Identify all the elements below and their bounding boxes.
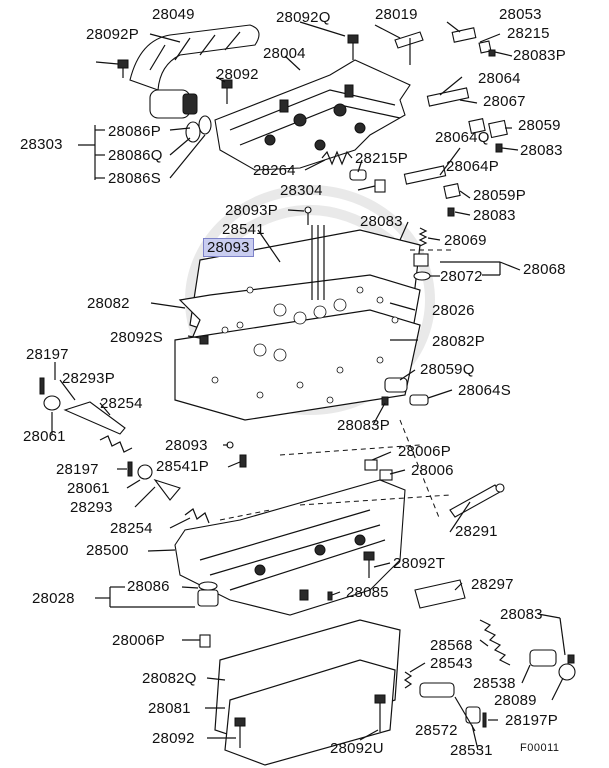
- label-28092U: 28092U: [330, 740, 384, 757]
- label-28086P: 28086P: [108, 123, 161, 140]
- label-28568: 28568: [430, 637, 473, 654]
- label-28086: 28086: [127, 578, 170, 595]
- label-28092: 28092: [216, 66, 259, 83]
- label-28064: 28064: [478, 70, 521, 87]
- label-28086Q: 28086Q: [108, 147, 163, 164]
- label-28064P: 28064P: [446, 158, 499, 175]
- label-28059: 28059: [518, 117, 561, 134]
- label-28093P: 28093P: [225, 202, 278, 219]
- bolts-bottom: [197, 551, 386, 748]
- solenoid-harness-clamps: [129, 24, 260, 91]
- upper-valve-body: [214, 59, 411, 171]
- spring-28264: [321, 150, 386, 193]
- label-28093-b: 28093: [165, 437, 208, 454]
- label-28541: 28541: [222, 221, 265, 238]
- label-28541P: 28541P: [156, 458, 209, 475]
- label-28068: 28068: [523, 261, 566, 278]
- valve-28291: [449, 483, 505, 518]
- leader-lines: [51, 21, 566, 751]
- label-28092P: 28092P: [86, 26, 139, 43]
- label-28215P: 28215P: [355, 150, 408, 167]
- label-28083P-b: 28083P: [337, 417, 390, 434]
- label-28092Q: 28092Q: [276, 9, 331, 26]
- label-28083-b: 28083: [473, 207, 516, 224]
- label-28019: 28019: [375, 6, 418, 23]
- label-28082Q: 28082Q: [142, 670, 197, 687]
- left-valves: [39, 377, 210, 524]
- label-28083-d: 28083: [500, 606, 543, 623]
- label-28543: 28543: [430, 655, 473, 672]
- plate-28082Q: [214, 619, 401, 766]
- check-balls-pins: [199, 206, 325, 468]
- label-28572: 28572: [415, 722, 458, 739]
- label-28061: 28061: [23, 428, 66, 445]
- label-28049: 28049: [152, 6, 195, 23]
- label-28264: 28264: [253, 162, 296, 179]
- valve-28297: [414, 579, 576, 681]
- label-28059Q: 28059Q: [420, 361, 475, 378]
- label-28006P-b: 28006P: [112, 632, 165, 649]
- label-28197-b: 28197: [56, 461, 99, 478]
- label-28089: 28089: [494, 692, 537, 709]
- right-valves-upper: [403, 27, 508, 217]
- label-28026: 28026: [432, 302, 475, 319]
- label-28053: 28053: [499, 6, 542, 23]
- spring-28069: [413, 227, 431, 281]
- label-28086S: 28086S: [108, 170, 161, 187]
- label-28197P: 28197P: [505, 712, 558, 729]
- label-28092S: 28092S: [110, 329, 163, 346]
- gasket-28082P: [174, 309, 421, 421]
- label-28061-b: 28061: [67, 480, 110, 497]
- label-28293: 28293: [70, 499, 113, 516]
- label-28082: 28082: [87, 295, 130, 312]
- label-28083-c: 28083: [360, 213, 403, 230]
- label-28081: 28081: [148, 700, 191, 717]
- alignment-lines: [219, 249, 455, 521]
- label-28500: 28500: [86, 542, 129, 559]
- label-28297: 28297: [471, 576, 514, 593]
- label-28304: 28304: [280, 182, 323, 199]
- label-28006: 28006: [411, 462, 454, 479]
- bolts-top: [117, 34, 359, 104]
- label-28303: 28303: [20, 136, 63, 153]
- label-28293P: 28293P: [62, 370, 115, 387]
- plate-holes: [211, 286, 399, 404]
- label-28254: 28254: [100, 395, 143, 412]
- label-28093-highlighted[interactable]: 28093: [203, 238, 254, 257]
- label-28197: 28197: [26, 346, 69, 363]
- right-valves-mid: [381, 377, 429, 406]
- label-28059P: 28059P: [473, 187, 526, 204]
- figure-code: F00011: [520, 742, 560, 754]
- label-28067: 28067: [483, 93, 526, 110]
- label-28254-b: 28254: [110, 520, 153, 537]
- label-28069: 28069: [444, 232, 487, 249]
- label-28092-b: 28092: [152, 730, 195, 747]
- label-28064Q: 28064Q: [435, 129, 490, 146]
- pipe-28019: [394, 31, 424, 65]
- label-28006P: 28006P: [398, 443, 451, 460]
- solenoid-assembly: [149, 89, 212, 143]
- label-28291: 28291: [455, 523, 498, 540]
- label-28083P: 28083P: [513, 47, 566, 64]
- label-28082P: 28082P: [432, 333, 485, 350]
- lower-valve-body: [174, 459, 406, 616]
- label-28092T: 28092T: [393, 555, 446, 572]
- label-28085: 28085: [346, 584, 389, 601]
- label-28083: 28083: [520, 142, 563, 159]
- label-28028: 28028: [32, 590, 75, 607]
- label-28531: 28531: [450, 742, 493, 759]
- label-28215: 28215: [507, 25, 550, 42]
- label-28538: 28538: [473, 675, 516, 692]
- label-28072: 28072: [440, 268, 483, 285]
- label-28064S: 28064S: [458, 382, 511, 399]
- label-28004: 28004: [263, 45, 306, 62]
